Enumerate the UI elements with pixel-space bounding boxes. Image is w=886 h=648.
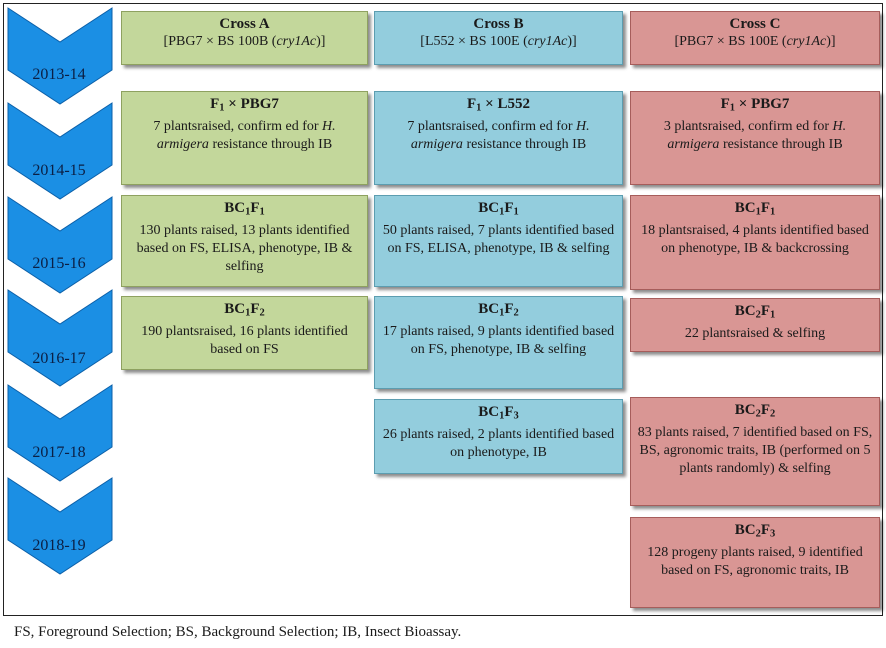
box-title: Cross B	[473, 16, 524, 32]
box-desc: 50 plants raised, 7 plants identified ba…	[382, 222, 615, 256]
box-desc: 26 plants raised, 2 plants identified ba…	[382, 426, 615, 460]
footnote: FS, Foreground Selection; BS, Background…	[14, 624, 462, 640]
cross-c-bc1f1-box: BC1F1 18 plantsraised, 4 plants identifi…	[630, 195, 880, 290]
cross-c-f1-box: F1 × PBG7 3 plantsraised, confirm ed for…	[630, 91, 880, 185]
box-desc: 190 plantsraised, 16 plants identified b…	[141, 323, 348, 357]
box-desc: 83 plants raised, 7 identified based on …	[637, 424, 873, 476]
cross-a-bc1f1-box: BC1F1 130 plants raised, 13 plants ident…	[121, 195, 368, 287]
box-title: F1 × PBG7	[720, 96, 790, 114]
timeline-chevron	[7, 477, 113, 575]
cross-b-bc1f2-box: BC1F2 17 plants raised, 9 plants identif…	[374, 296, 623, 389]
box-desc: 3 plantsraised, confirm ed for H. armige…	[663, 118, 847, 152]
year-label: 2014-15	[32, 162, 86, 179]
year-label: 2016-17	[32, 350, 86, 367]
box-desc: 128 progeny plants raised, 9 identified …	[647, 544, 863, 578]
cross-c-bc2f1-box: BC2F1 22 plantsraised & selfing	[630, 298, 880, 352]
box-desc: 7 plantsraised, confirm ed for H. armige…	[407, 118, 590, 152]
cross-b-box: Cross B [L552 × BS 100E (cry1Ac)]	[374, 11, 623, 65]
cross-c-bc2f3-box: BC2F3 128 progeny plants raised, 9 ident…	[630, 517, 880, 608]
box-title: BC1F2	[224, 301, 265, 319]
box-title: BC1F1	[224, 200, 265, 218]
cross-a-box: Cross A [PBG7 × BS 100B (cry1Ac)]	[121, 11, 368, 65]
box-title: Cross A	[219, 16, 270, 32]
box-desc: 18 plantsraised, 4 plants identified bas…	[641, 222, 869, 256]
cross-c-box: Cross C [PBG7 × BS 100E (cry1Ac)]	[630, 11, 880, 65]
box-desc: 7 plantsraised, confirm ed for H. armige…	[153, 118, 336, 152]
cross-a-f1-box: F1 × PBG7 7 plantsraised, confirm ed for…	[121, 91, 368, 185]
cross-a-bc1f2-box: BC1F2 190 plantsraised, 16 plants identi…	[121, 296, 368, 370]
year-label: 2017-18	[32, 444, 86, 461]
box-title: BC2F3	[734, 522, 776, 540]
box-title: Cross C	[729, 16, 781, 32]
box-title: BC1F1	[478, 200, 519, 218]
box-desc: 130 plants raised, 13 plants identified …	[136, 222, 353, 274]
year-label: 2015-16	[32, 255, 86, 272]
timeline-chevron	[7, 102, 113, 200]
box-desc: [L552 × BS 100E (cry1Ac)]	[420, 34, 577, 49]
box-desc: [PBG7 × BS 100E (cry1Ac)]	[674, 34, 836, 49]
cross-c-bc2f2-box: BC2F2 83 plants raised, 7 identified bas…	[630, 397, 880, 506]
year-label: 2013-14	[32, 66, 86, 83]
box-desc: 17 plants raised, 9 plants identified ba…	[382, 323, 615, 357]
timeline-chevron	[7, 196, 113, 294]
year-label: 2018-19	[32, 537, 86, 554]
box-title: F1 × PBG7	[210, 96, 279, 114]
timeline-chevron	[7, 7, 113, 105]
box-title: BC1F2	[478, 301, 519, 319]
timeline-chevron	[7, 384, 113, 482]
cross-b-f1-box: F1 × L552 7 plantsraised, confirm ed for…	[374, 91, 623, 185]
box-desc: [PBG7 × BS 100B (cry1Ac)]	[163, 34, 326, 49]
cross-b-bc1f3-box: BC1F3 26 plants raised, 2 plants identif…	[374, 399, 623, 474]
box-title: BC1F1	[734, 200, 776, 218]
box-title: BC2F2	[734, 402, 776, 420]
box-title: BC1F3	[478, 404, 519, 422]
cross-b-bc1f1-box: BC1F1 50 plants raised, 7 plants identif…	[374, 195, 623, 287]
box-title: F1 × L552	[467, 96, 530, 114]
timeline-chevron	[7, 289, 113, 387]
box-title: BC2F1	[734, 303, 776, 321]
box-desc: 22 plantsraised & selfing	[684, 325, 826, 341]
